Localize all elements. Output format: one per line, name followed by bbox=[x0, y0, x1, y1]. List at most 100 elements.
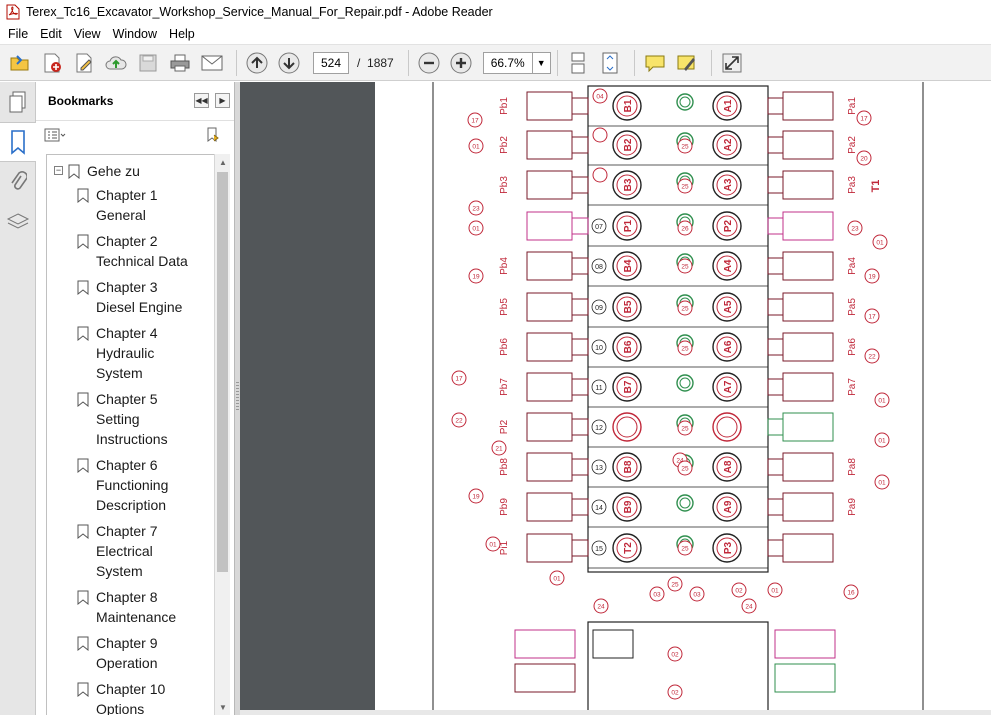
left-actuator bbox=[526, 91, 573, 121]
open-button[interactable] bbox=[6, 49, 34, 77]
print-button[interactable] bbox=[166, 49, 194, 77]
bookmark-item[interactable]: Chapter 9 Operation bbox=[77, 633, 157, 673]
scrollbar-thumb[interactable] bbox=[217, 172, 228, 572]
bookmarks-toolbar bbox=[36, 120, 234, 148]
bookmark-options-button[interactable] bbox=[44, 127, 66, 143]
page-separator: / bbox=[357, 55, 361, 70]
scroll-up-button[interactable]: ▲ bbox=[215, 154, 231, 170]
bookmarks-panel: Bookmarks ◀◀ ▶ − Gehe zu Chapter 1 Gener… bbox=[36, 82, 235, 715]
bookmark-item[interactable]: Chapter 3 Diesel Engine bbox=[77, 277, 182, 317]
document-horizontal-scrollbar[interactable] bbox=[240, 710, 991, 715]
row-number: 09 bbox=[595, 305, 603, 312]
bookmark-item[interactable]: Chapter 5 Setting Instructions bbox=[77, 389, 168, 449]
callout-number: 01 bbox=[472, 226, 480, 233]
zoom-out-button[interactable] bbox=[415, 49, 443, 77]
menu-help[interactable]: Help bbox=[169, 27, 195, 41]
right-actuator bbox=[782, 130, 834, 160]
bookmark-item[interactable]: Chapter 8 Maintenance bbox=[77, 587, 176, 627]
bookmark-item[interactable]: Chapter 1 General bbox=[77, 185, 157, 225]
lower-right-actuator bbox=[774, 663, 836, 693]
callout-bubble bbox=[467, 112, 483, 128]
menu-edit[interactable]: Edit bbox=[40, 27, 62, 41]
bookmark-item[interactable]: Chapter 6 Functioning Description bbox=[77, 455, 168, 515]
menu-view[interactable]: View bbox=[73, 27, 101, 41]
zoom-dropdown-button[interactable]: ▼ bbox=[532, 51, 551, 74]
right-actuator-cap bbox=[767, 498, 784, 516]
callout-number: 19 bbox=[472, 274, 480, 281]
zoom-in-button[interactable] bbox=[447, 49, 475, 77]
spool-circle bbox=[612, 292, 642, 322]
spool-circle bbox=[712, 452, 742, 482]
row-number-badge bbox=[591, 339, 607, 355]
bookmark-item[interactable]: Chapter 2 Technical Data bbox=[77, 231, 188, 271]
comment-button[interactable] bbox=[641, 49, 669, 77]
callout-number: 25 bbox=[681, 144, 689, 151]
bookmark-item[interactable]: Chapter 7 Electrical System bbox=[77, 521, 157, 581]
scroll-down-button[interactable]: ▼ bbox=[215, 699, 231, 715]
port-label-left: Pb3 bbox=[499, 176, 510, 194]
right-actuator-cap bbox=[767, 338, 784, 356]
navigation-pane-rail bbox=[0, 82, 36, 715]
spool-inner-circle bbox=[716, 296, 738, 318]
full-screen-button[interactable] bbox=[718, 49, 746, 77]
spool-circle bbox=[712, 91, 742, 121]
callout-bubble bbox=[874, 432, 890, 448]
collapse-panel-button[interactable]: ◀◀ bbox=[194, 93, 209, 108]
page-scroll-icon bbox=[571, 52, 585, 73]
zoom-select[interactable]: 66.7% ▼ bbox=[482, 51, 551, 74]
email-button[interactable] bbox=[198, 49, 226, 77]
highlighter-icon bbox=[677, 55, 695, 71]
next-page-button[interactable] bbox=[275, 49, 303, 77]
left-actuator bbox=[526, 452, 573, 482]
menu-window[interactable]: Window bbox=[112, 27, 158, 41]
edit-pdf-button[interactable] bbox=[70, 49, 98, 77]
upload-button[interactable] bbox=[102, 49, 130, 77]
callout-number: 26 bbox=[681, 226, 689, 233]
layers-button[interactable] bbox=[0, 202, 36, 242]
arrow-down-circle-icon bbox=[278, 52, 300, 73]
row-number: 13 bbox=[595, 465, 603, 472]
bookmark-item[interactable]: Chapter 4 Hydraulic System bbox=[77, 323, 157, 383]
attachments-button[interactable] bbox=[0, 162, 36, 202]
arrow-up-circle-icon bbox=[246, 52, 268, 73]
bookmarks-button[interactable] bbox=[0, 122, 36, 162]
spool-circle bbox=[612, 533, 642, 563]
collapse-toggle[interactable]: − bbox=[54, 165, 63, 175]
fit-page-button[interactable] bbox=[596, 49, 624, 77]
expand-arrows-icon bbox=[722, 53, 742, 72]
bookmarks-scrollbar[interactable]: ▲ ▼ bbox=[214, 154, 230, 715]
bookmarks-panel-header: Bookmarks ◀◀ ▶ bbox=[36, 82, 234, 120]
port-label-right: Pa9 bbox=[847, 498, 858, 516]
page-thumbnails-button[interactable] bbox=[0, 82, 36, 122]
left-actuator bbox=[526, 130, 573, 160]
zoom-value[interactable]: 66.7% bbox=[482, 51, 533, 74]
callout-bubble bbox=[667, 576, 683, 592]
spool-inner-circle bbox=[716, 537, 738, 559]
highlight-button[interactable] bbox=[673, 49, 701, 77]
row-number: 12 bbox=[595, 425, 603, 432]
callout-bubble bbox=[549, 570, 565, 586]
page-number-input[interactable]: 524 bbox=[313, 51, 349, 74]
expand-bookmark-button[interactable] bbox=[204, 127, 222, 146]
callout-bubble bbox=[677, 220, 693, 236]
left-actuator bbox=[526, 412, 573, 442]
bookmark-item[interactable]: Chapter 10 Options bbox=[77, 679, 165, 715]
bookmark-root[interactable]: − Gehe zu bbox=[54, 161, 140, 181]
callout-number: 01 bbox=[878, 438, 886, 445]
previous-page-button[interactable] bbox=[243, 49, 271, 77]
row-number: 11 bbox=[595, 385, 602, 392]
port-circle bbox=[676, 93, 694, 111]
left-actuator-cap bbox=[571, 176, 589, 194]
callout-bubble bbox=[677, 420, 693, 436]
scrolling-mode-button[interactable] bbox=[564, 49, 592, 77]
panel-splitter[interactable] bbox=[235, 82, 240, 715]
left-actuator bbox=[526, 170, 573, 200]
callout-bubble bbox=[468, 268, 484, 284]
left-actuator-cap bbox=[571, 539, 589, 557]
panel-forward-button[interactable]: ▶ bbox=[215, 93, 230, 108]
menu-file[interactable]: File bbox=[8, 27, 29, 41]
create-pdf-button[interactable] bbox=[38, 49, 66, 77]
save-button[interactable] bbox=[134, 49, 162, 77]
